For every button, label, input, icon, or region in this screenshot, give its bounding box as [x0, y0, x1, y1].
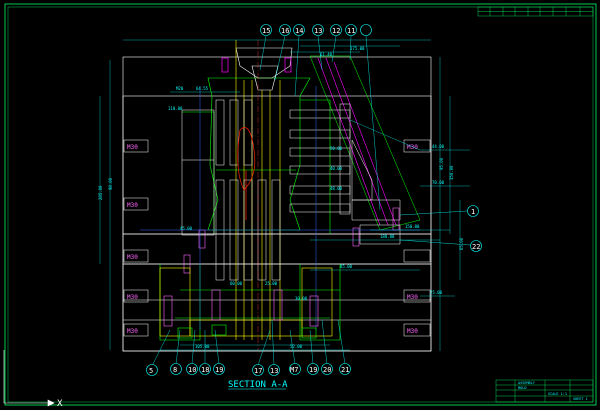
dimension-label: 61.40	[320, 52, 333, 57]
balloon-label: 1	[471, 208, 475, 216]
dimension-label: 180.00	[380, 234, 395, 239]
molded-part	[237, 127, 256, 220]
balloon-label: 19	[215, 366, 223, 374]
dimension-lines	[99, 39, 470, 351]
top-screws	[221, 57, 292, 73]
balloon-label: 13	[314, 27, 322, 35]
title-block-row: ASSEMBLY	[518, 381, 536, 385]
thread-label: M30	[127, 328, 138, 335]
balloon-label: 5	[149, 367, 153, 375]
dimension-label: 85.00	[340, 264, 353, 269]
m30-holes	[123, 139, 431, 337]
lifter-wedge	[351, 139, 401, 245]
title-block-row: MOLD	[518, 386, 526, 390]
balloon-label: 19	[309, 366, 317, 374]
dimension-label: 60.00	[230, 281, 243, 286]
left-plate-detail	[181, 109, 215, 236]
balloon-label: 17	[254, 367, 262, 375]
thread-label: M30	[127, 294, 138, 301]
dimension-label: 25.00	[430, 290, 443, 295]
section-title: SECTION A-A	[228, 380, 288, 390]
balloon-group-right	[467, 205, 482, 252]
dimension-label: 30.00	[295, 296, 308, 301]
mold-outline	[122, 56, 432, 352]
balloon-group-top	[260, 24, 372, 36]
revision-grid	[477, 6, 594, 17]
dimension-label: 95.00	[439, 157, 444, 170]
dimension-label: 65.00	[459, 237, 464, 250]
balloon-label: 20	[323, 366, 331, 374]
ucs-axis-icon	[3, 350, 55, 407]
balloon-label: 10	[188, 366, 196, 374]
balloon-label: 8	[173, 366, 177, 374]
dimension-label: 98.00	[108, 177, 113, 190]
balloon-label: 12	[332, 27, 340, 35]
angled-lifter-green	[309, 55, 421, 231]
dimension-label: 64.55	[196, 86, 209, 91]
title-block-row: SCALE 1:1	[548, 392, 567, 396]
thread-label: M30	[127, 254, 138, 261]
pin-holes	[215, 99, 281, 281]
core-profile	[159, 77, 341, 341]
thread-label: M30	[127, 202, 138, 209]
thread-label: M30	[407, 328, 418, 335]
dimension-label: 44.00	[432, 144, 445, 149]
dimension-label: 110.00	[168, 106, 183, 111]
angled-lifter	[317, 57, 397, 226]
lifter-blocks	[289, 103, 351, 215]
thread-label: M30	[407, 294, 418, 301]
dimension-label: 40.00	[330, 166, 343, 171]
balloon-label: 15	[262, 27, 270, 35]
ejector-return-pins	[163, 289, 319, 327]
dimension-label: 350.00	[449, 165, 454, 180]
dimension-label: 45.00	[180, 226, 193, 231]
bottom-bolts	[177, 324, 317, 339]
dimension-label: 48.00	[330, 186, 343, 191]
axis-x-label: X	[57, 399, 63, 409]
dimension-label: 50.00	[330, 146, 343, 151]
balloon-group-bottom	[146, 363, 351, 376]
thread-label: M30	[407, 144, 418, 151]
balloon-label: 16	[281, 27, 289, 35]
title-block	[495, 379, 594, 403]
dimension-label: 105.00	[195, 344, 210, 349]
dimension-label: 25.00	[265, 281, 278, 286]
sprue-bushing	[235, 47, 293, 91]
ejector-plate	[159, 267, 333, 337]
thread-label: M30	[127, 144, 138, 151]
dimension-label: 285.00	[98, 185, 103, 200]
balloon-label: 21	[341, 366, 349, 374]
balloon-label: 22	[472, 243, 480, 251]
balloon-label: 11	[347, 27, 355, 35]
balloon-label: 18	[201, 366, 209, 374]
dimension-label: 52.00	[290, 344, 303, 349]
sheet-inner-border	[7, 6, 594, 403]
dimension-label: M20	[176, 86, 184, 91]
title-block-row: SHEET 1	[573, 397, 588, 401]
leader-lines	[151, 35, 471, 367]
dimension-label: 70.00	[432, 180, 445, 185]
dimension-label: 175.00	[350, 46, 365, 51]
balloon-label: 13	[270, 367, 278, 375]
balloon-label: 14	[295, 27, 303, 35]
dimension-label: 150.00	[405, 224, 420, 229]
balloon-label: M7	[290, 366, 298, 374]
sheet-border	[4, 3, 597, 406]
